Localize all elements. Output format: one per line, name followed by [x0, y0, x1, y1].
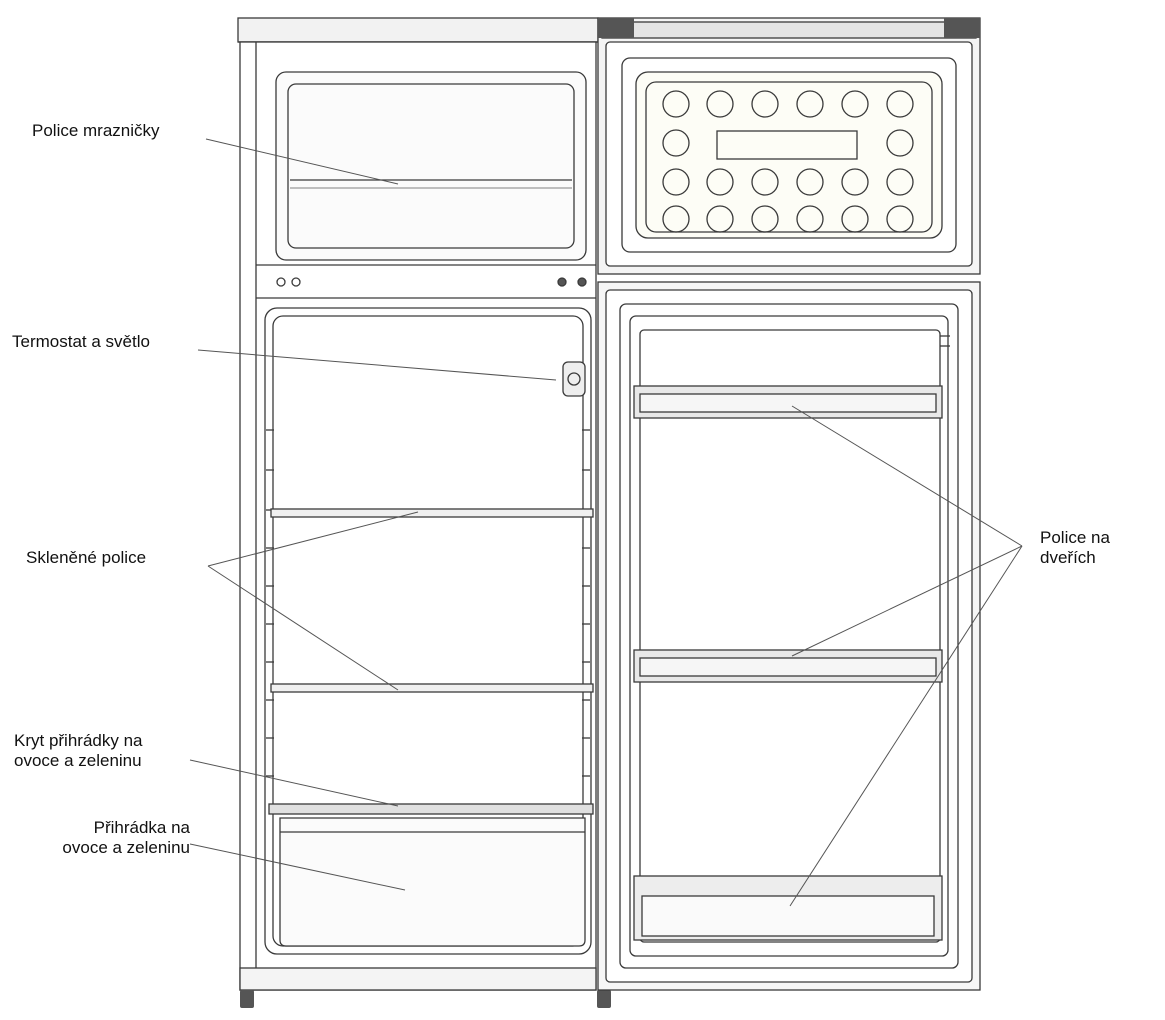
freezer-compartment	[275, 71, 587, 261]
glass-shelf-lower	[270, 683, 594, 693]
egg-cup	[796, 90, 824, 118]
label-crisper: Přihrádka na ovoce a zeleninu	[62, 818, 190, 857]
egg-cup	[706, 90, 734, 118]
leader-glass-shelf-upper	[207, 511, 419, 567]
fridge-door	[597, 281, 981, 991]
leader-door-shelf-upper	[791, 405, 1023, 547]
egg-cup	[886, 168, 914, 196]
freezer-door	[597, 17, 981, 275]
egg-cup	[796, 205, 824, 233]
egg-cup	[751, 90, 779, 118]
egg-cup	[662, 90, 690, 118]
divider-strip	[256, 264, 596, 299]
egg-cup	[706, 205, 734, 233]
cabinet-top-panel	[237, 17, 599, 43]
left-foot	[240, 990, 254, 1008]
leader-thermostat	[197, 349, 557, 381]
egg-cup	[662, 168, 690, 196]
label-thermostat-light: Termostat a světlo	[12, 332, 150, 351]
egg-cup	[886, 90, 914, 118]
leader-freezer-shelf	[205, 138, 399, 185]
cabinet-plinth	[239, 967, 597, 991]
thermostat-knob	[567, 372, 581, 386]
thermostat-housing	[562, 361, 586, 397]
leader-crisper	[189, 843, 406, 891]
leader-lines	[189, 138, 1023, 907]
egg-cup	[796, 168, 824, 196]
leader-door-shelf-bottom	[789, 545, 1023, 907]
crisper-drawer	[279, 817, 586, 947]
egg-cup	[841, 90, 869, 118]
door-inner-display	[716, 130, 858, 160]
leader-door-shelf-middle	[791, 545, 1023, 657]
glass-shelf-upper	[270, 508, 594, 518]
egg-cup	[751, 205, 779, 233]
egg-cup	[886, 129, 914, 157]
egg-cup	[662, 205, 690, 233]
egg-cup	[662, 129, 690, 157]
label-door-shelves: Police na dveřích	[1040, 528, 1110, 567]
label-crisper-cover: Kryt přihrádky na ovoce a zeleninu	[14, 731, 143, 770]
crisper-cover-shelf	[268, 803, 594, 815]
label-glass-shelves: Skleněné police	[26, 548, 147, 567]
egg-cup	[841, 168, 869, 196]
leader-glass-shelf-lower	[207, 565, 399, 691]
fridge-interior	[264, 307, 594, 955]
egg-cup	[841, 205, 869, 233]
egg-cup	[706, 168, 734, 196]
right-foot	[597, 990, 611, 1008]
label-freezer-shelf: Police mrazničky	[32, 121, 160, 140]
egg-cup	[751, 168, 779, 196]
leader-crisper-cover	[189, 759, 399, 807]
egg-cup	[886, 205, 914, 233]
